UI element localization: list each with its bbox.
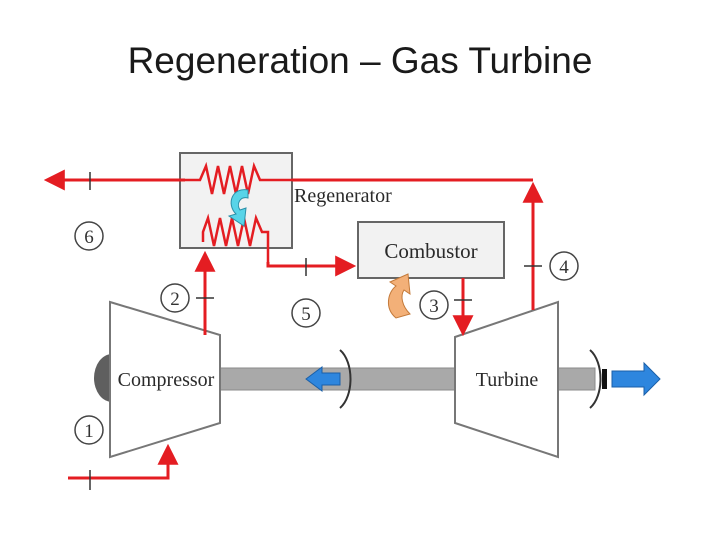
turbine-body xyxy=(454,300,559,459)
state-label-4: 4 xyxy=(559,257,569,278)
flow-inlet xyxy=(68,443,179,480)
regenerator-hot-coil xyxy=(185,161,292,195)
state-label-6: 6 xyxy=(84,227,94,248)
state-marker-4: 4 xyxy=(549,251,579,281)
compressor-label: Compressor xyxy=(118,369,215,391)
turbine-label: Turbine xyxy=(476,369,539,391)
combustor-box xyxy=(357,221,505,279)
slide-title: Regeneration – Gas Turbine xyxy=(127,40,593,81)
state-marker-2: 2 xyxy=(160,283,190,313)
shaft-end-cap xyxy=(94,354,112,402)
state-label-5: 5 xyxy=(301,304,311,325)
compressor-work-arrow-icon xyxy=(305,366,341,392)
state-label-3: 3 xyxy=(429,296,439,317)
output-coupling xyxy=(602,369,607,389)
regenerator-cold-coil xyxy=(201,213,270,262)
state-marker-3: 3 xyxy=(419,290,449,320)
state-marker-5: 5 xyxy=(291,298,321,328)
rotation-icon-right xyxy=(589,349,602,409)
state-ticks xyxy=(89,172,542,490)
flow-regenerator-to-combustor xyxy=(266,255,357,277)
combustor-label: Combustor xyxy=(384,239,477,263)
state-marker-6: 6 xyxy=(74,221,104,251)
state-marker-1: 1 xyxy=(74,415,104,445)
state-label-1: 1 xyxy=(84,421,94,442)
compressor-body xyxy=(109,300,221,459)
heat-input-icon xyxy=(388,273,411,319)
rotation-icon-left xyxy=(339,349,352,409)
regenerator-label: Regenerator xyxy=(294,185,392,207)
heat-transfer-icon xyxy=(227,189,249,227)
net-work-output-arrow-icon xyxy=(611,361,661,397)
state-label-2: 2 xyxy=(170,289,180,310)
